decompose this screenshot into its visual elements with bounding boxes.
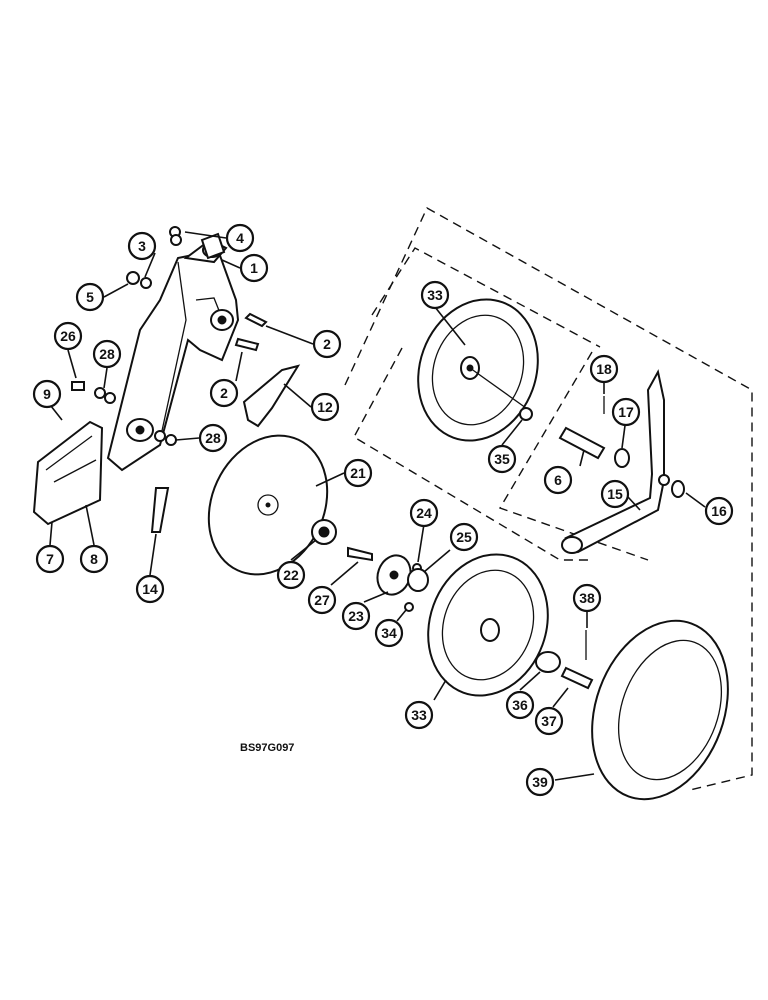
svg-text:14: 14: [142, 581, 158, 597]
svg-text:16: 16: [711, 503, 727, 519]
callout-2-lower: 2: [209, 378, 239, 408]
callout-27: 27: [307, 585, 337, 615]
svg-text:4: 4: [236, 230, 244, 246]
svg-text:26: 26: [60, 328, 76, 344]
callout-9: 9: [32, 379, 62, 409]
part-14-shim: [150, 487, 170, 533]
svg-text:22: 22: [283, 567, 299, 583]
svg-text:24: 24: [416, 505, 432, 521]
gauge-wheel-lower: [427, 553, 549, 697]
svg-text:39: 39: [532, 774, 548, 790]
callout-18: 18: [589, 354, 619, 384]
svg-text:34: 34: [381, 625, 397, 641]
callout-16: 16: [704, 496, 734, 526]
callout-15: 15: [600, 479, 630, 509]
callout-21: 21: [343, 458, 373, 488]
callout-28-left: 28: [92, 339, 122, 369]
callout-14: 14: [135, 574, 165, 604]
callout-33-lower: 33: [404, 700, 434, 730]
svg-text:9: 9: [43, 386, 51, 402]
part-35-nut: [519, 407, 533, 421]
svg-text:7: 7: [46, 551, 54, 567]
callout-7: 7: [35, 544, 65, 574]
callout-33-upper: 33: [420, 280, 450, 310]
svg-text:28: 28: [205, 430, 221, 446]
part-22-bearing: [311, 519, 337, 545]
gauge-wheel-upper: [417, 298, 539, 442]
callout-24: 24: [409, 498, 439, 528]
callout-8: 8: [79, 544, 109, 574]
callout-39: 39: [525, 767, 555, 797]
svg-text:21: 21: [350, 465, 366, 481]
svg-text:28: 28: [99, 346, 115, 362]
svg-text:6: 6: [554, 472, 562, 488]
svg-text:23: 23: [348, 608, 364, 624]
svg-text:35: 35: [494, 451, 510, 467]
part-34-screw: [404, 602, 414, 612]
svg-text:33: 33: [427, 287, 443, 303]
callout-26: 26: [53, 321, 83, 351]
svg-text:17: 17: [618, 404, 634, 420]
callout-17: 17: [611, 397, 641, 427]
group-outlines: [344, 207, 753, 791]
callout-4: 4: [225, 223, 255, 253]
part-27-bolt: [347, 546, 373, 562]
part-15-arm: [561, 369, 670, 554]
svg-text:27: 27: [314, 592, 330, 608]
callout-1: 1: [239, 253, 269, 283]
part-16-washer: [671, 480, 685, 498]
callout-23: 23: [341, 601, 371, 631]
svg-text:8: 8: [90, 551, 98, 567]
svg-text:15: 15: [607, 486, 623, 502]
drawing-code: BS97G097: [240, 742, 294, 754]
svg-text:3: 3: [138, 238, 146, 254]
callout-2-upper: 2: [312, 329, 342, 359]
svg-text:33: 33: [411, 707, 427, 723]
callout-38: 38: [572, 583, 602, 613]
svg-text:37: 37: [541, 713, 557, 729]
callout-35: 35: [487, 444, 517, 474]
part-7-plate: [32, 420, 104, 526]
part-24-25-cap: [407, 563, 429, 592]
svg-text:2: 2: [323, 336, 331, 352]
bolts: [71, 312, 268, 391]
svg-text:36: 36: [512, 697, 528, 713]
svg-text:5: 5: [86, 289, 94, 305]
svg-text:1: 1: [250, 260, 258, 276]
callout-25: 25: [449, 522, 479, 552]
svg-text:38: 38: [579, 590, 595, 606]
part-23-hub: [376, 554, 412, 596]
callout-12: 12: [310, 392, 340, 422]
part-17-washer: [614, 448, 630, 468]
part-39-tire: [591, 619, 729, 801]
svg-text:12: 12: [317, 399, 333, 415]
part-6-pin: [558, 426, 606, 460]
svg-text:25: 25: [456, 529, 472, 545]
callout-5: 5: [75, 282, 105, 312]
part-12-scraper: [242, 364, 301, 428]
callout-22: 22: [276, 560, 306, 590]
callout-37: 37: [534, 706, 564, 736]
callout-36: 36: [505, 690, 535, 720]
hardware-nuts: [94, 226, 182, 446]
svg-text:2: 2: [220, 385, 228, 401]
axle-hardware: [535, 630, 594, 690]
callout-3: 3: [127, 231, 157, 261]
callout-28-right: 28: [198, 423, 228, 453]
svg-text:18: 18: [596, 361, 612, 377]
callout-34: 34: [374, 618, 404, 648]
callout-6: 6: [543, 465, 573, 495]
